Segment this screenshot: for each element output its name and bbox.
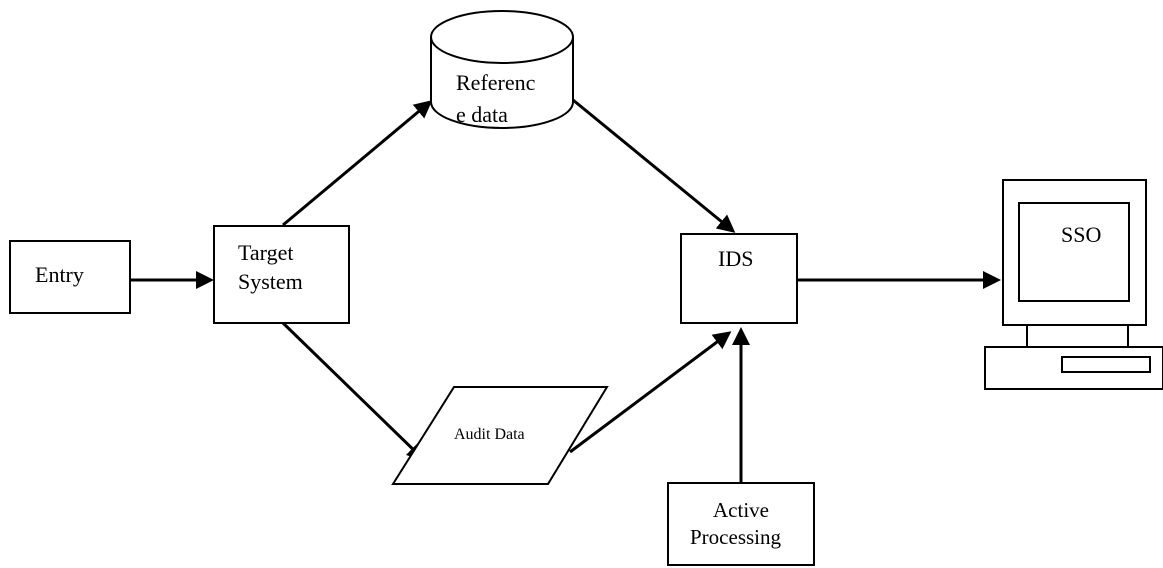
reference-data-cylinder-top [430, 36, 574, 64]
sso-label: SSO [1061, 222, 1101, 247]
target-system-box [213, 225, 350, 324]
audit-data-parallelogram [391, 386, 609, 485]
disk-drive-slot [1061, 356, 1151, 373]
active-processing-box [667, 482, 815, 566]
active-processing-label-line2: Processing [690, 525, 781, 549]
target-system-label-line1: Target [238, 240, 293, 265]
reference-data-label-line2: e data [456, 102, 508, 127]
edge-target-system-to-reference-data [282, 100, 433, 227]
reference-data-label-line1: Referenc [456, 70, 536, 95]
node-ids: IDS [680, 233, 798, 324]
audit-data-label: Audit Data [454, 426, 525, 443]
node-sso: SSO [984, 179, 1163, 390]
active-processing-label-line1: Active [713, 498, 769, 522]
edge-audit-data-to-ids [569, 331, 732, 454]
edge-target-system-to-audit-data [281, 321, 426, 462]
edge-reference-data-to-ids [572, 98, 736, 233]
node-active-processing: Active Processing [667, 482, 815, 566]
node-reference-data: Referenc e data [430, 10, 574, 129]
monitor-neck [1026, 324, 1129, 348]
entry-label: Entry [35, 262, 84, 287]
node-entry: Entry [9, 240, 131, 314]
ids-box [680, 233, 798, 324]
node-target-system: Target System [213, 225, 350, 324]
entry-box [9, 240, 131, 314]
node-audit-data: Audit Data [391, 386, 609, 485]
edges [130, 98, 1001, 483]
target-system-label-line2: System [238, 269, 303, 294]
ids-label: IDS [718, 246, 753, 271]
monitor-screen [1018, 202, 1130, 302]
